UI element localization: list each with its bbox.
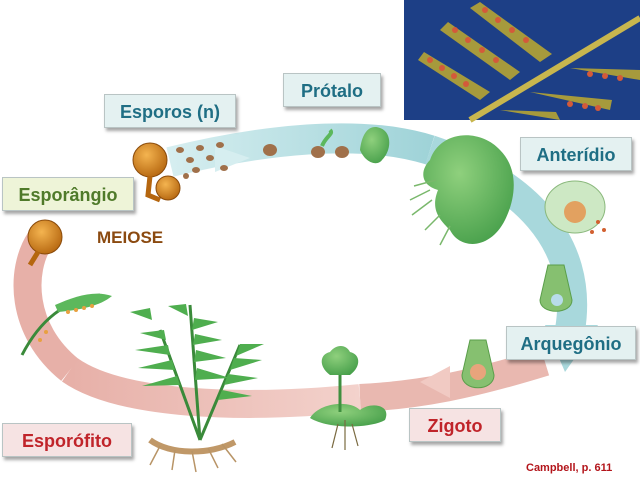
antheridium-icon	[545, 181, 605, 233]
label-zigoto: Zigoto	[409, 408, 501, 442]
label-esporos: Esporos (n)	[104, 94, 236, 128]
meiose-label: MEIOSE	[97, 228, 163, 248]
label-esporofito: Esporófito	[2, 423, 132, 457]
zygote-icon	[462, 340, 494, 388]
label-anteridio: Anterídio	[520, 137, 632, 171]
label-arquegonio: Arquegônio	[506, 326, 636, 360]
fern-frond-photo	[404, 0, 640, 120]
label-protalo: Prótalo	[283, 73, 381, 107]
source-credit: Campbell, p. 611	[526, 462, 612, 474]
label-esporangio: Esporângio	[2, 177, 134, 211]
